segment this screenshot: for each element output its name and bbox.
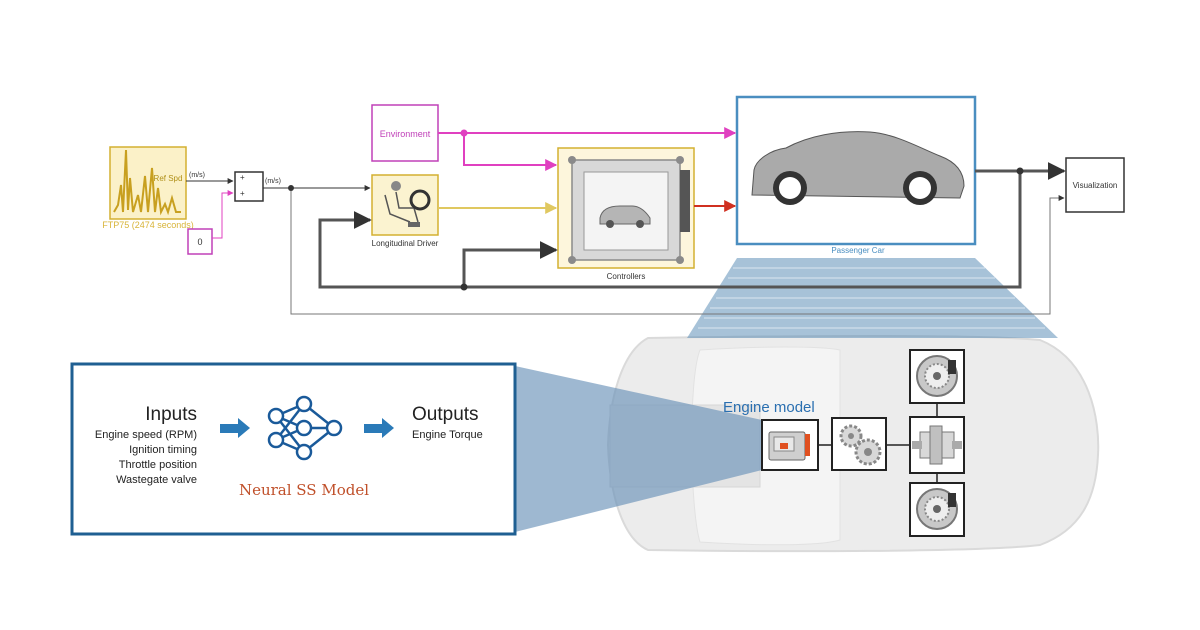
input-arrow-icon xyxy=(220,418,250,438)
sum-block[interactable]: + + xyxy=(234,171,264,202)
engine-icon[interactable] xyxy=(761,419,819,471)
neural-network-icon xyxy=(267,395,343,461)
input-throttle-position: Throttle position xyxy=(119,459,197,471)
wheel-brake-rear-icon[interactable] xyxy=(909,482,965,537)
wheel-brake-front-icon[interactable] xyxy=(909,349,965,404)
controllers-label: Controllers xyxy=(607,272,646,281)
controllers-block[interactable] xyxy=(557,147,695,269)
output-engine-torque: Engine Torque xyxy=(412,429,483,441)
input-wastegate-valve: Wastegate valve xyxy=(116,474,197,486)
output-arrow-icon xyxy=(364,418,394,438)
visualization-block[interactable]: Visualization xyxy=(1065,157,1125,213)
drive-cycle-source-block[interactable]: Ref Spd xyxy=(109,146,187,220)
neural-model-name: Neural SS Model xyxy=(239,481,369,499)
constant-block[interactable]: 0 xyxy=(187,228,213,255)
environment-label: Environment xyxy=(380,129,431,139)
inputs-title: Inputs xyxy=(145,404,197,425)
powertrain-diagram xyxy=(761,349,965,537)
source-caption: FTP75 (2474 seconds) xyxy=(102,220,194,230)
input-ignition-timing: Ignition timing xyxy=(129,444,197,456)
neural-model-panel: Inputs Engine speed (RPM) Ignition timin… xyxy=(70,362,517,536)
sum-sign-a: + xyxy=(240,173,245,182)
driver-seat-icon xyxy=(384,181,431,227)
outputs-title: Outputs xyxy=(412,404,479,425)
longitudinal-driver-block[interactable] xyxy=(371,174,439,236)
engine-model-title: Engine model xyxy=(723,399,815,416)
source-unit-label: (m/s) xyxy=(189,172,205,179)
source-signal-label: Ref Spd xyxy=(154,174,183,183)
sum-sign-b: + xyxy=(240,189,245,198)
visualization-label: Visualization xyxy=(1073,181,1118,190)
transmission-gears-icon[interactable] xyxy=(831,417,887,471)
sum-unit-label: (m/s) xyxy=(265,178,281,185)
constant-value: 0 xyxy=(197,237,202,247)
environment-block[interactable]: Environment xyxy=(371,104,439,162)
ecu-car-icon xyxy=(599,205,651,225)
zoom-beam-engine xyxy=(515,366,762,532)
passenger-car-block[interactable] xyxy=(735,95,977,246)
differential-icon[interactable] xyxy=(909,416,965,474)
driver-label: Longitudinal Driver xyxy=(372,239,439,248)
input-engine-speed: Engine speed (RPM) xyxy=(95,429,197,441)
vehicle-label: Passenger Car xyxy=(831,246,885,255)
branch-points xyxy=(288,129,1024,291)
